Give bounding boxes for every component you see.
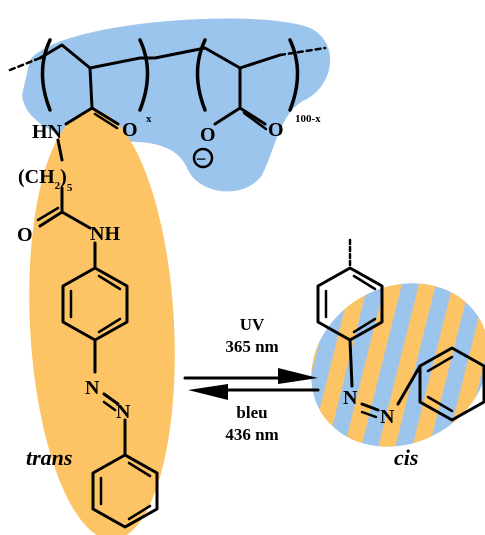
repeat-subscript-100-x: 100-x	[295, 113, 321, 125]
amide-nh-lower-label: NH	[90, 223, 120, 245]
forward-arrowhead	[278, 368, 318, 384]
cis-azo-n1: N	[343, 387, 358, 409]
polymer-backbone-region	[22, 18, 331, 192]
cis-azo-n2: N	[380, 406, 395, 428]
cis-azobenzene-region	[200, 240, 485, 480]
reverse-arrowhead	[188, 384, 228, 400]
spacer-chain	[36, 138, 92, 230]
cis-stripe-5	[370, 251, 447, 479]
trans-isomer-label: trans	[26, 445, 72, 470]
trans-azo-n2: N	[116, 401, 131, 423]
cis-isomer-label: cis	[394, 445, 418, 470]
ester-oxygen-label: O	[200, 124, 216, 146]
forward-condition-wavelength: 365 nm	[225, 337, 278, 356]
cis-stripe-6	[404, 251, 481, 479]
reverse-condition-light: bleu	[236, 403, 267, 422]
cis-stripe-1	[281, 251, 311, 479]
cis-stripe-4	[336, 251, 413, 479]
forward-condition-light: UV	[240, 315, 265, 334]
carbonyl-oxygen-right: O	[268, 119, 284, 141]
negative-charge-circle	[192, 147, 214, 169]
repeat-subscript-x: x	[146, 113, 152, 125]
carbonyl-oxygen-left: O	[122, 119, 138, 141]
negative-charge-sign: −	[196, 149, 206, 169]
amide-oxygen-label: O	[17, 224, 33, 246]
cis-azobenzene	[316, 238, 485, 422]
polymer-backbone	[8, 38, 327, 169]
trans-azobenzene	[61, 241, 159, 529]
trans-azobenzene-region	[29, 110, 175, 535]
amide-nh-label: HN	[32, 121, 63, 143]
cis-stripe-0	[200, 240, 277, 480]
trans-azo-n1: N	[85, 377, 100, 399]
spacer-label: (CH2)5	[18, 166, 73, 194]
reverse-condition-wavelength: 436 nm	[225, 425, 278, 444]
isomerization-arrows[interactable]	[183, 368, 320, 400]
